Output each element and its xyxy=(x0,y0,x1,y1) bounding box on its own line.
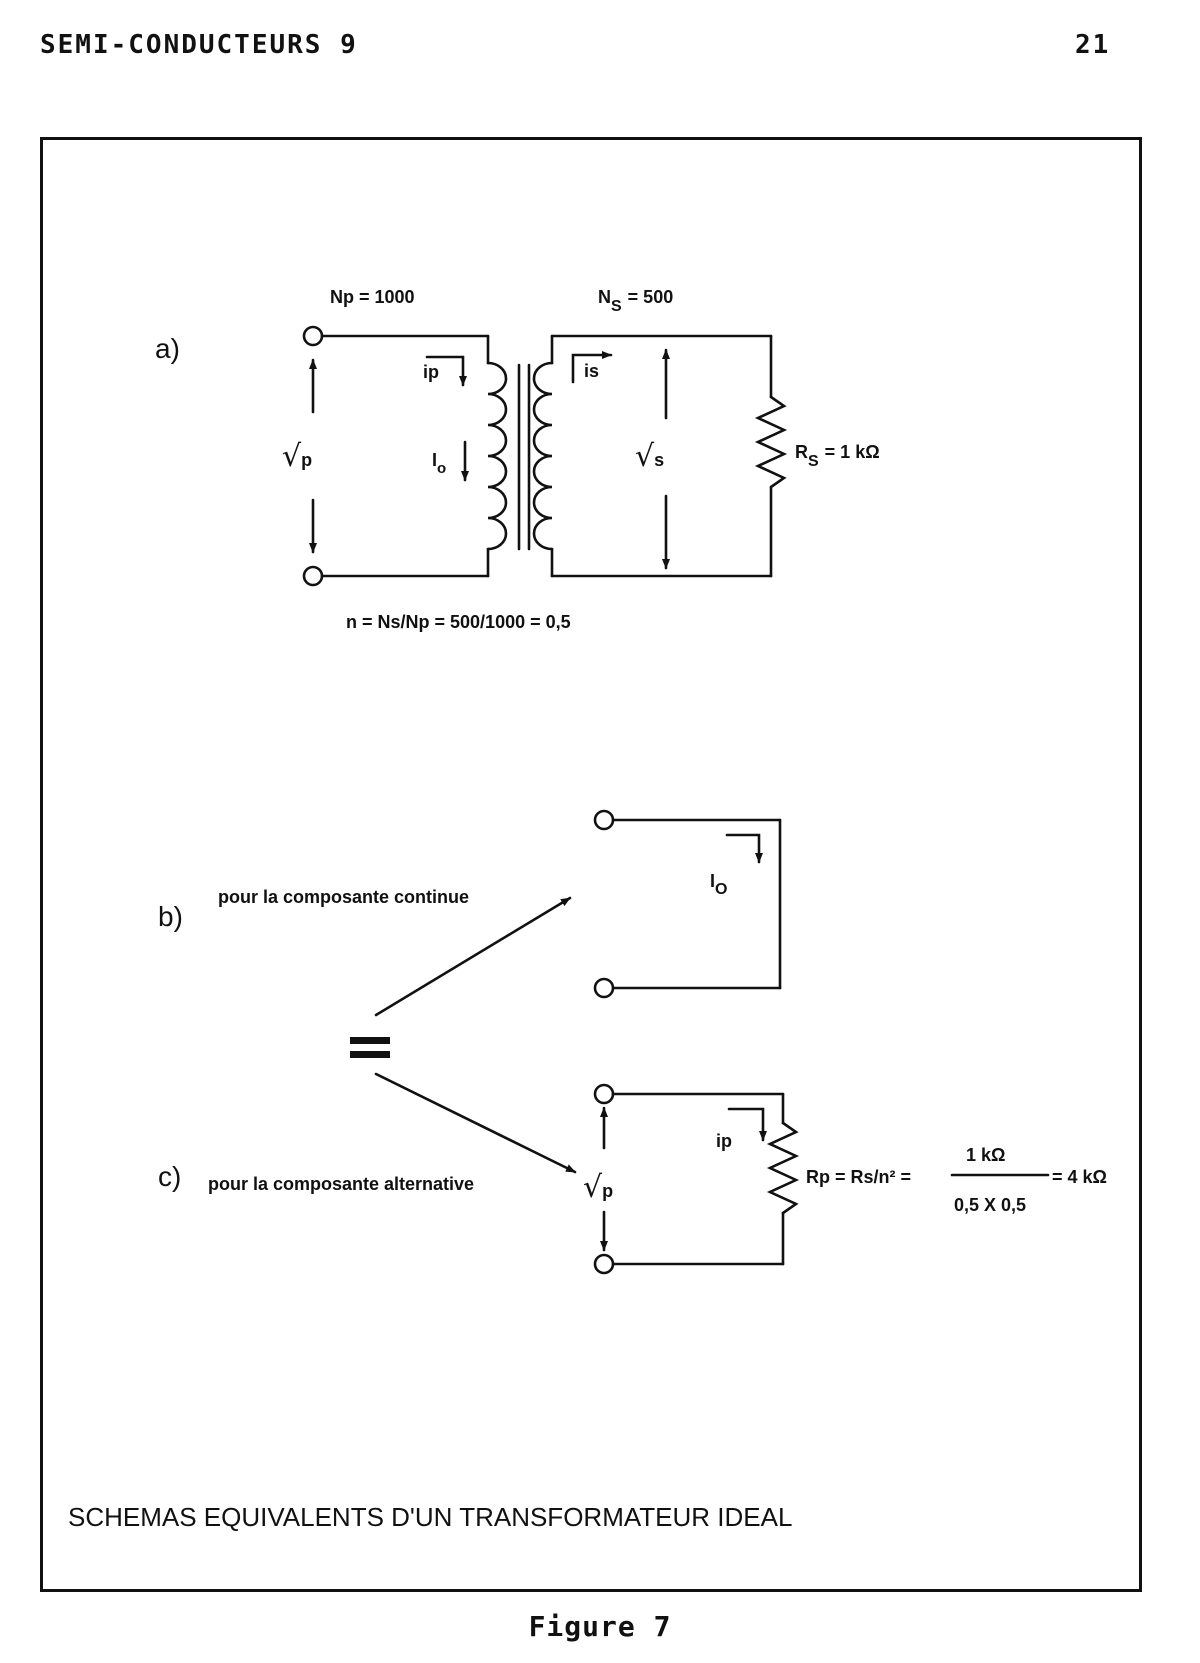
rp-result: = 4 kΩ xyxy=(1052,1167,1107,1187)
primary-coil xyxy=(486,361,508,551)
primary-top-terminal xyxy=(302,325,324,347)
transformer-core xyxy=(517,363,531,551)
figure-caption: Figure 7 xyxy=(528,1610,672,1643)
np-label: Np = 1000 xyxy=(330,287,415,307)
dc-top-terminal xyxy=(593,809,615,831)
is-arrow xyxy=(571,351,613,384)
dc-caption: pour la composante continue xyxy=(218,887,469,907)
secondary-circuit xyxy=(532,334,788,578)
primary-circuit xyxy=(302,325,508,587)
vp-label: √p xyxy=(282,439,312,474)
ac-equivalent-circuit xyxy=(593,1083,800,1275)
fraction-numerator: 1 kΩ xyxy=(966,1145,1005,1165)
ac-caption: pour la composante alternative xyxy=(208,1174,474,1194)
dc-equivalent-circuit xyxy=(593,809,782,999)
secondary-coil xyxy=(532,361,554,551)
part-c-label: c) xyxy=(158,1161,181,1192)
vs-label: √s xyxy=(635,439,664,474)
rp-formula: Rp = Rs/n² = xyxy=(806,1167,911,1187)
ip-label: ip xyxy=(423,362,439,382)
figure-title: SCHEMAS EQUIVALENTS D'UN TRANSFORMATEUR … xyxy=(68,1502,792,1532)
io-label: Io xyxy=(432,450,446,477)
dc-io-arrow xyxy=(725,833,763,864)
dc-bottom-terminal xyxy=(593,977,615,999)
ac-vp-label: √p xyxy=(583,1170,613,1205)
part-a-label: a) xyxy=(155,333,180,364)
fraction-denominator: 0,5 X 0,5 xyxy=(954,1195,1026,1215)
part-b-label: b) xyxy=(158,901,183,932)
ac-ip-label: ip xyxy=(716,1131,732,1151)
is-label: is xyxy=(584,361,599,381)
figure-frame xyxy=(40,137,1142,1592)
ac-top-terminal xyxy=(593,1083,615,1105)
branch-arrow-dc xyxy=(374,896,572,1017)
dc-io-label: IO xyxy=(710,871,727,898)
ip-arrow xyxy=(425,355,467,387)
ac-resistor xyxy=(766,1121,800,1215)
primary-bottom-terminal xyxy=(302,565,324,587)
turns-ratio-equation: n = Ns/Np = 500/1000 = 0,5 xyxy=(346,612,571,632)
ac-ip-arrow xyxy=(727,1107,767,1142)
ns-label: NS= 500 xyxy=(598,287,673,315)
ac-bottom-terminal xyxy=(593,1253,615,1275)
branch-arrow-ac xyxy=(374,1072,577,1174)
running-header-title: SEMI-CONDUCTEURS 9 xyxy=(40,30,358,60)
page-number: 21 xyxy=(1075,30,1111,60)
rs-label: RS= 1 kΩ xyxy=(795,442,880,470)
equivalence-symbol xyxy=(350,1037,390,1058)
secondary-resistor xyxy=(754,395,788,489)
